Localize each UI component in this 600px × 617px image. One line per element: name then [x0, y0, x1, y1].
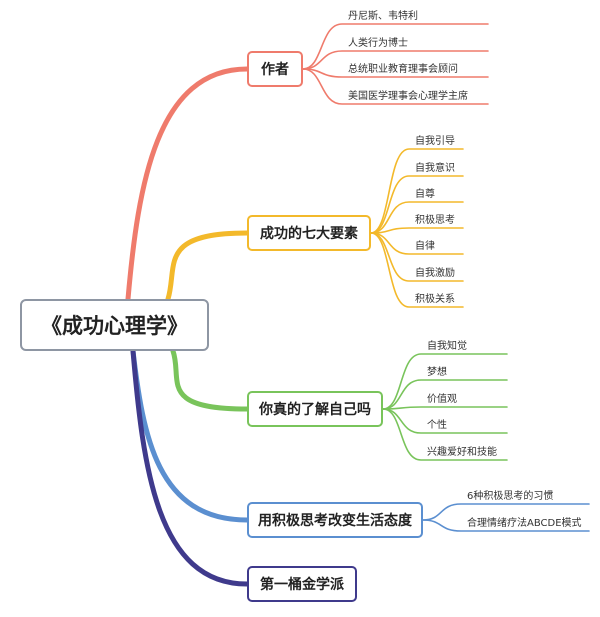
leaf-know-4[interactable]: 兴趣爱好和技能 — [427, 447, 497, 459]
leaf-positive-0[interactable]: 6种积极思考的习惯 — [467, 491, 553, 503]
leaf-label: 积极关系 — [415, 294, 455, 305]
topic-seven-elements[interactable]: 成功的七大要素 — [247, 215, 371, 251]
leaf-label: 丹尼斯、韦特利 — [348, 11, 418, 22]
leaf-label: 6种积极思考的习惯 — [467, 491, 554, 502]
leaf-label: 积极思考 — [415, 215, 455, 226]
leaf-label: 自我激励 — [415, 268, 455, 279]
leaf-label: 个性 — [427, 420, 447, 431]
leaf-label: 价值观 — [427, 394, 457, 405]
leaf-label: 梦想 — [427, 367, 447, 378]
topic-label: 第一桶金学派 — [260, 577, 344, 593]
leaf-link-author-1 — [302, 50, 489, 70]
leaf-link-author-3 — [302, 68, 489, 105]
leaf-link-know-4 — [382, 408, 508, 461]
leaf-seven-3[interactable]: 积极思考 — [415, 215, 455, 227]
leaf-link-seven-2 — [370, 201, 464, 234]
leaf-link-know-0 — [382, 353, 508, 410]
leaf-know-2[interactable]: 价值观 — [427, 394, 457, 406]
leaf-label: 自我知觉 — [427, 341, 467, 352]
leaf-link-author-0 — [302, 23, 489, 70]
leaf-label: 人类行为博士 — [348, 38, 408, 49]
leaf-link-know-3 — [382, 408, 508, 434]
leaf-label: 美国医学理事会心理学主席 — [348, 91, 468, 102]
topic-label: 用积极思考改变生活态度 — [258, 513, 412, 529]
leaf-label: 自律 — [415, 241, 435, 252]
leaf-label: 自我意识 — [415, 163, 455, 174]
leaf-link-positive-0 — [422, 503, 590, 521]
leaf-link-seven-0 — [370, 148, 464, 234]
leaf-author-1[interactable]: 人类行为博士 — [348, 38, 408, 50]
leaf-link-seven-6 — [370, 232, 464, 308]
root-title: 《成功心理学》 — [41, 314, 188, 338]
leaf-link-know-2 — [382, 406, 508, 410]
leaf-label: 自尊 — [415, 189, 435, 200]
topic-first-bucket-school[interactable]: 第一桶金学派 — [247, 566, 357, 602]
leaf-seven-1[interactable]: 自我意识 — [415, 163, 455, 175]
leaf-label: 兴趣爱好和技能 — [427, 447, 497, 458]
topic-label: 作者 — [261, 62, 289, 78]
leaf-seven-4[interactable]: 自律 — [415, 241, 435, 253]
leaf-link-know-1 — [382, 379, 508, 410]
branch-link-seven — [165, 230, 250, 302]
leaf-label: 合理情绪疗法ABCDE模式 — [467, 518, 582, 529]
leaf-seven-0[interactable]: 自我引导 — [415, 136, 455, 148]
leaf-link-seven-3 — [370, 227, 464, 234]
branch-link-positive — [130, 348, 250, 523]
topic-label: 成功的七大要素 — [260, 226, 358, 242]
leaf-know-0[interactable]: 自我知觉 — [427, 341, 467, 353]
leaf-seven-6[interactable]: 积极关系 — [415, 294, 455, 306]
leaf-seven-5[interactable]: 自我激励 — [415, 268, 455, 280]
root-node[interactable]: 《成功心理学》 — [20, 299, 209, 351]
leaf-label: 自我引导 — [415, 136, 455, 147]
topic-label: 你真的了解自己吗 — [259, 402, 371, 418]
leaf-know-1[interactable]: 梦想 — [427, 367, 447, 379]
leaf-positive-1[interactable]: 合理情绪疗法ABCDE模式 — [467, 518, 582, 530]
leaf-label: 总统职业教育理事会顾问 — [348, 64, 458, 75]
topic-positive-thinking[interactable]: 用积极思考改变生活态度 — [247, 502, 423, 538]
leaf-author-3[interactable]: 美国医学理事会心理学主席 — [348, 91, 468, 103]
leaf-know-3[interactable]: 个性 — [427, 420, 447, 432]
leaf-author-2[interactable]: 总统职业教育理事会顾问 — [348, 64, 458, 76]
leaf-author-0[interactable]: 丹尼斯、韦特利 — [348, 11, 418, 23]
leaf-link-positive-1 — [422, 519, 590, 532]
branch-link-know — [170, 348, 250, 412]
leaf-link-seven-1 — [370, 175, 464, 234]
topic-know-yourself[interactable]: 你真的了解自己吗 — [247, 391, 383, 427]
branch-link-author — [125, 66, 250, 302]
branch-link-school — [130, 348, 250, 587]
leaf-seven-2[interactable]: 自尊 — [415, 189, 435, 201]
topic-author[interactable]: 作者 — [247, 51, 303, 87]
